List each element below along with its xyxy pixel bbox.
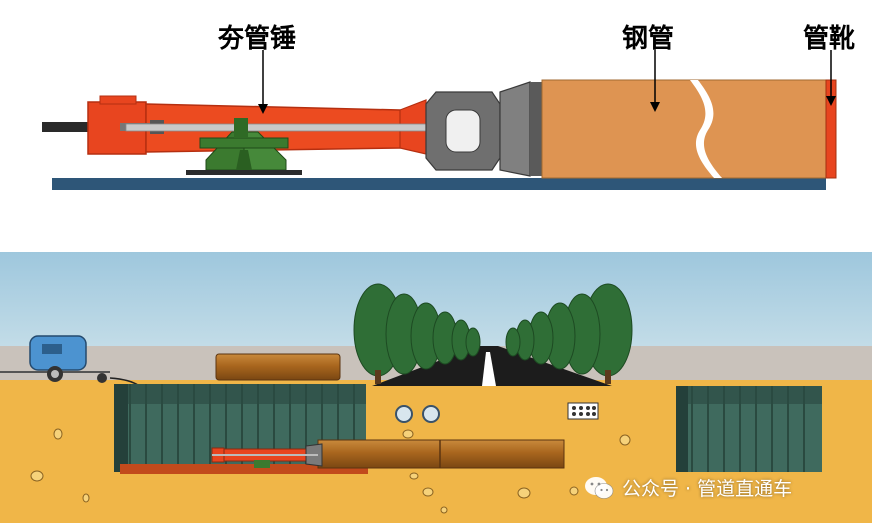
rear-rod <box>42 122 100 132</box>
soil-pebbles <box>30 428 631 514</box>
adapter-cone <box>425 81 542 177</box>
top-panel <box>42 50 837 190</box>
trees-right <box>505 283 633 384</box>
wechat-icon <box>584 475 614 501</box>
label-steel-pipe: 钢管 <box>622 24 675 54</box>
rammed-pipe <box>317 439 565 469</box>
pit-hammer <box>211 443 323 468</box>
receiving-pit <box>676 386 822 472</box>
air-compressor <box>0 335 110 383</box>
trees-left <box>353 283 481 384</box>
watermark-text: 公众号 · 管道直通车 <box>622 478 793 500</box>
existing-utilities <box>395 402 599 423</box>
staged-pipe <box>215 353 341 381</box>
leader-lines <box>258 50 836 114</box>
label-pipe-shoe: 管靴 <box>803 24 856 54</box>
watermark: 公众号 · 管道直通车 <box>584 474 792 501</box>
steel-pipe <box>541 79 827 179</box>
base-plate <box>52 178 826 190</box>
support-frame <box>186 118 302 175</box>
bottom-panel <box>0 252 872 523</box>
label-ramming-hammer: 夯管锤 <box>218 24 297 54</box>
